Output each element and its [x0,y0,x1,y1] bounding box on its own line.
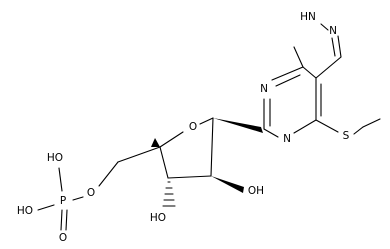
bond-n7-c7a [271,66,304,81]
bond-p-o-double-b [65,209,68,231]
bond-ch3-end [362,118,381,128]
atom-oh-upper: HO [47,152,63,164]
bond-c4-s [315,119,339,133]
atom-oh-lower: HO [17,205,33,217]
atom-n-pyrimidine-left: N [260,83,268,95]
atom-p: P [60,195,66,207]
atom-oh-2: OH [248,185,264,197]
stereo-bond-layer [151,118,263,207]
atom-s: S [343,130,350,142]
wedge-c2-oh [211,176,244,193]
bond-c2-c1 [210,117,214,177]
bond-c5-o [98,161,119,187]
bond-c3-c2 [167,175,212,179]
atom-nh: HN [300,11,316,23]
bond-c4-n5 [293,119,317,134]
bond-o-p [72,196,84,201]
bond-n2-c3 [337,35,342,58]
bond-c7a-c3a [302,66,317,79]
bond-nh-n2 [320,23,329,31]
atom-o-bridge: O [87,187,95,199]
bond-p-ohupper [58,167,63,192]
bond-c1-o4 [199,117,214,125]
wedge-c1-c6 [213,118,263,133]
atom-n-pyrazole: N [329,25,337,37]
hash-c3-oh [162,181,176,207]
bond-s-ch3 [353,126,364,135]
bond-p-o-double-a [60,209,63,231]
atom-n-pyrimidine-right: N [283,133,291,145]
bond-c4-c5 [117,146,161,163]
bond-p-ohlower [37,204,55,211]
wedge-c4-c3 [151,138,160,147]
bond-nh-c7a [293,46,304,68]
bond-n5-c6 [263,128,279,138]
atom-label-layer: HN N N N S O O O HO HO OH HO P [17,11,350,244]
atom-o-ring: O [189,121,197,133]
bond-n2-c3-double [331,37,336,57]
bond-layer [37,23,381,231]
bond-c4-c3 [159,146,169,179]
atom-oh-3: HO [150,212,166,224]
bond-c7a-n7-double [275,74,301,87]
bond-o4-c4 [159,131,184,148]
atom-o-double: O [59,232,67,244]
bond-c3-c3a [315,56,342,79]
